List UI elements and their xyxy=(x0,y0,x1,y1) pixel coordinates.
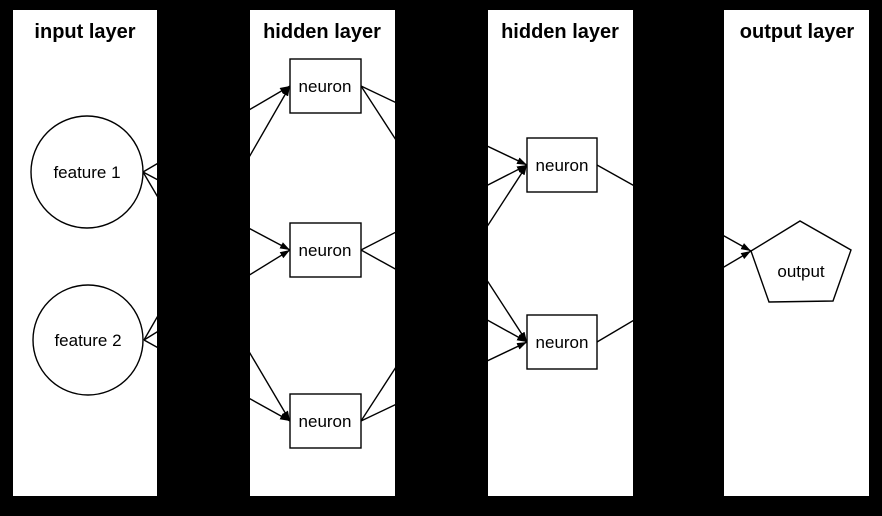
edge-feature1-to-hidden1-neuron1 xyxy=(142,85,291,173)
layer-panels xyxy=(13,10,869,496)
edge-hidden1-neuron1-to-hidden2-neuron2 xyxy=(360,85,528,343)
node-hidden1-neuron3-label: neuron xyxy=(299,412,352,431)
edge-hidden1-neuron3-to-hidden2-neuron2 xyxy=(360,341,528,422)
node-feature2 xyxy=(32,284,144,396)
output-layer-title: output layer xyxy=(740,21,855,43)
node-hidden2-neuron2-label: neuron xyxy=(536,333,589,352)
edge-hidden1-neuron2-to-hidden2-neuron1 xyxy=(360,164,528,251)
edges xyxy=(142,85,752,422)
node-hidden2-neuron1 xyxy=(526,137,598,193)
edge-hidden1-neuron2-to-hidden2-neuron2 xyxy=(360,249,528,343)
edge-hidden1-neuron1-to-hidden2-neuron1 xyxy=(360,85,528,166)
node-hidden1-neuron2 xyxy=(289,222,362,278)
node-feature1-label: feature 1 xyxy=(53,163,120,182)
node-feature2-label: feature 2 xyxy=(54,331,121,350)
nodes: feature 1 feature 2 neuron neuron neuron… xyxy=(30,58,852,449)
edge-hidden2-neuron2-to-output xyxy=(596,250,752,343)
node-output-pentagon xyxy=(750,220,852,303)
input-layer-panel xyxy=(13,10,157,496)
node-hidden1-neuron1-label: neuron xyxy=(299,77,352,96)
node-hidden2-neuron2 xyxy=(526,314,598,370)
edge-feature2-to-hidden1-neuron2 xyxy=(143,249,291,341)
edge-hidden1-neuron3-to-hidden2-neuron1 xyxy=(360,164,528,422)
edge-feature1-to-hidden1-neuron2 xyxy=(142,171,291,251)
layer-titles: input layer hidden layer hidden layer ou… xyxy=(34,21,854,43)
input-layer-title: input layer xyxy=(34,21,135,43)
edge-feature1-to-hidden1-neuron3 xyxy=(142,171,291,422)
node-output-label: output xyxy=(777,262,825,281)
edge-feature2-to-hidden1-neuron1 xyxy=(143,85,291,341)
hidden-layer-2-panel xyxy=(488,10,633,496)
hidden-layer-1-title: hidden layer xyxy=(263,21,381,43)
node-hidden1-neuron3 xyxy=(289,393,362,449)
node-hidden1-neuron1 xyxy=(289,58,362,114)
edge-feature2-to-hidden1-neuron3 xyxy=(143,339,291,422)
node-feature1 xyxy=(30,115,144,229)
node-hidden2-neuron1-label: neuron xyxy=(536,156,589,175)
hidden-layer-2-title: hidden layer xyxy=(501,21,619,43)
edge-hidden2-neuron1-to-output xyxy=(596,164,752,252)
node-hidden1-neuron2-label: neuron xyxy=(299,241,352,260)
